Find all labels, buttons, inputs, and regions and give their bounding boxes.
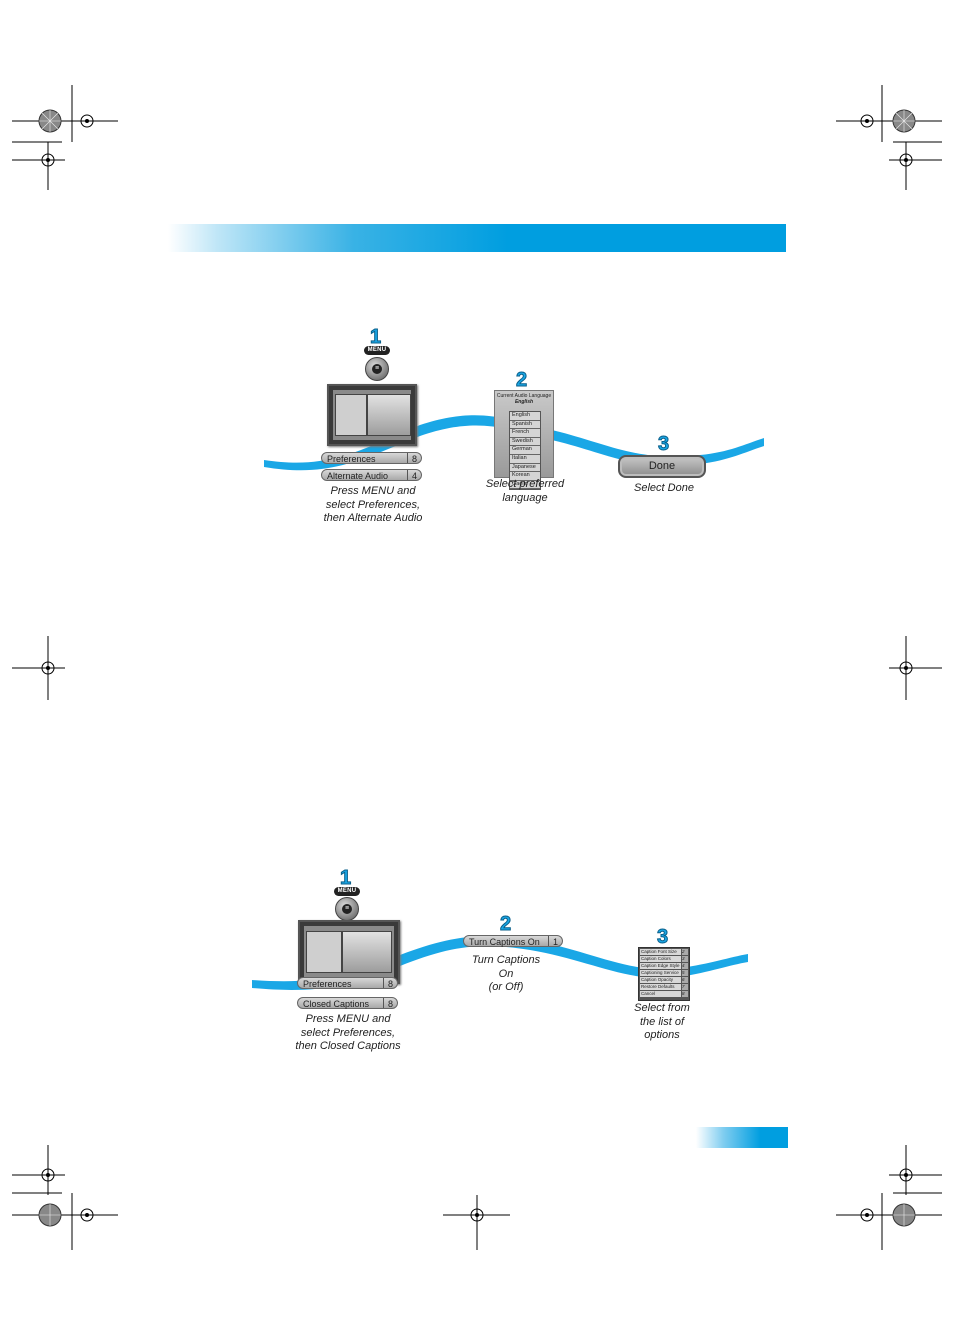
step2-caption: Select preferred language bbox=[485, 478, 565, 504]
step-number-2: 2 bbox=[499, 913, 512, 936]
preferences-label: Preferences bbox=[327, 454, 376, 464]
done-button[interactable]: Done bbox=[618, 455, 706, 478]
step1-caption: Press MENU and select Preferences, then … bbox=[295, 1013, 401, 1052]
step3-caption: Select Done bbox=[634, 482, 694, 494]
language-option[interactable]: Korean bbox=[510, 472, 540, 481]
alternate-audio-number: 4 bbox=[407, 470, 421, 481]
menu-key-label: MENU bbox=[364, 346, 390, 355]
language-box-title: Current Audio Language bbox=[496, 393, 552, 399]
language-option[interactable]: Japanese bbox=[510, 463, 540, 473]
step2-caption: Turn Captions On (or Off) bbox=[471, 954, 541, 993]
alternate-audio-menu-item[interactable]: Alternate Audio 4 bbox=[321, 469, 422, 481]
closed-captions-number: 8 bbox=[383, 998, 397, 1009]
closed-captions-label: Closed Captions bbox=[303, 999, 370, 1009]
preferences-number: 8 bbox=[407, 453, 421, 464]
preferences-number: 8 bbox=[383, 978, 397, 989]
step-number-1: 1 bbox=[369, 326, 382, 349]
step1-caption: Press MENU and select Preferences, then … bbox=[323, 485, 423, 524]
main-menu-screen-thumbnail bbox=[298, 920, 400, 984]
language-option[interactable]: Spanish bbox=[510, 420, 540, 430]
preferences-label: Preferences bbox=[303, 979, 352, 989]
menu-button-icon[interactable]: ≡ bbox=[335, 897, 359, 921]
step-number-3: 3 bbox=[657, 433, 670, 456]
preferences-menu-item[interactable]: Preferences 8 bbox=[321, 452, 422, 464]
language-option[interactable]: German bbox=[510, 446, 540, 455]
page-number-band bbox=[696, 1127, 788, 1148]
menu-key-label: MENU bbox=[334, 887, 360, 896]
turn-captions-number: 1 bbox=[548, 936, 562, 947]
step3-caption: Select from the list of options bbox=[634, 1002, 690, 1041]
header-band bbox=[168, 224, 786, 252]
step-number-1: 1 bbox=[339, 867, 352, 890]
language-option[interactable]: Gaelic bbox=[510, 480, 540, 490]
audio-language-list: Current Audio Language English English S… bbox=[494, 390, 554, 491]
language-option[interactable]: French bbox=[510, 429, 540, 438]
step-number-2: 2 bbox=[515, 369, 528, 392]
main-menu-screen-thumbnail bbox=[327, 384, 417, 446]
closed-captions-menu-item[interactable]: Closed Captions 8 bbox=[297, 997, 398, 1009]
language-option[interactable]: English bbox=[510, 412, 540, 421]
turn-captions-on-item[interactable]: Turn Captions On 1 bbox=[463, 935, 563, 947]
language-option[interactable]: Swedish bbox=[510, 437, 540, 447]
turn-captions-label: Turn Captions On bbox=[469, 937, 540, 947]
alternate-audio-label: Alternate Audio bbox=[327, 471, 389, 481]
preferences-menu-item[interactable]: Preferences 8 bbox=[297, 977, 398, 989]
language-option[interactable]: Italian bbox=[510, 454, 540, 464]
step-number-3: 3 bbox=[656, 926, 669, 949]
menu-button-icon[interactable]: ≡ bbox=[365, 357, 389, 381]
language-box-current: English bbox=[514, 399, 534, 405]
